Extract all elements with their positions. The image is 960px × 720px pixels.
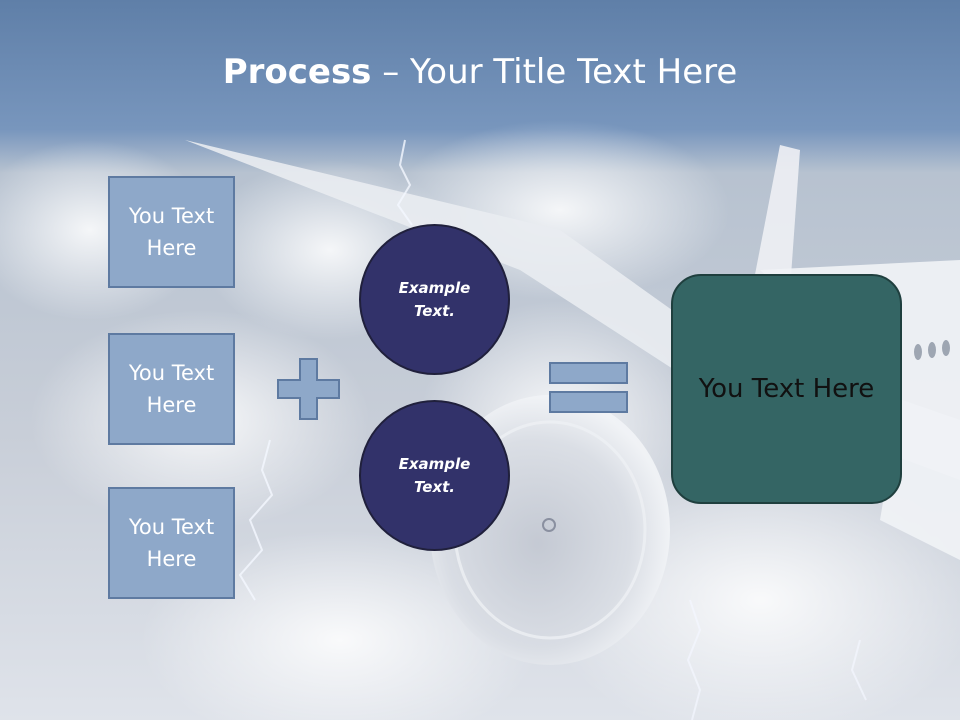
text-box-1: You Text Here: [108, 176, 235, 288]
text-box-2: You Text Here: [108, 333, 235, 445]
slide-title: Process – Your Title Text Here: [0, 52, 960, 92]
text-box-3: You Text Here: [108, 487, 235, 599]
circle-label: Example Text.: [398, 278, 471, 320]
title-bold: Process: [222, 52, 372, 92]
text-box-label: You Text Here: [128, 204, 215, 260]
plus-icon: [277, 358, 340, 420]
result-label: You Text Here: [698, 374, 875, 404]
title-rest: – Your Title Text Here: [371, 52, 738, 92]
text-box-label: You Text Here: [128, 515, 215, 571]
example-circle-2: Example Text.: [359, 400, 510, 551]
result-box: You Text Here: [671, 274, 902, 504]
text-box-label: You Text Here: [128, 361, 215, 417]
equals-icon: [549, 362, 628, 413]
example-circle-1: Example Text.: [359, 224, 510, 375]
circle-label: Example Text.: [398, 454, 471, 496]
